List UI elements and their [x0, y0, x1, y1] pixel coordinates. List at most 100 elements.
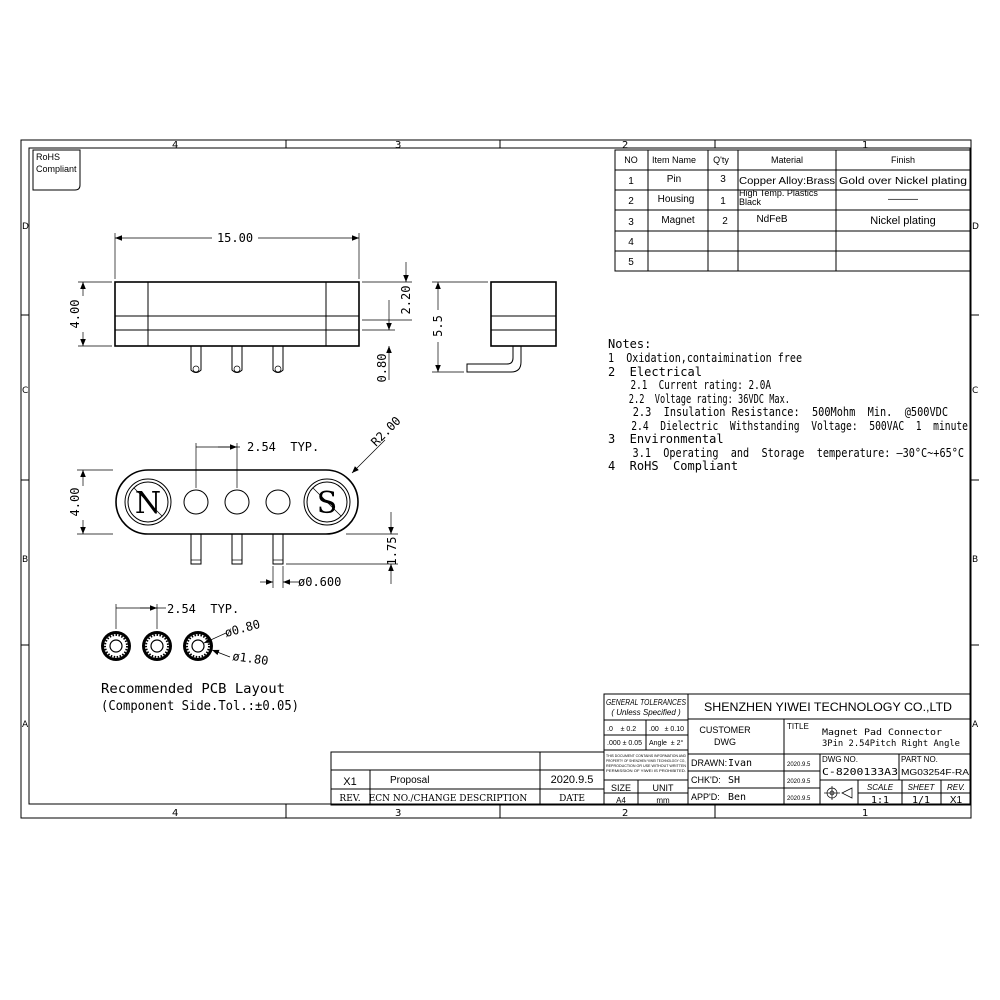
- column-label-4: 4: [172, 140, 178, 151]
- title-label: TITLE: [787, 722, 809, 731]
- column-label-4-bottom: 4: [172, 808, 178, 819]
- dim-pitch-top: 2.54 TYP.: [247, 440, 319, 454]
- sheet-value: 1/1: [912, 795, 930, 806]
- dim-radius: R2.00: [368, 414, 403, 449]
- dim-bottom-height: 4.00: [68, 488, 82, 517]
- rohs-compliant-label: Compliant: [36, 164, 77, 174]
- side-view-pin: [466, 346, 522, 373]
- bom-row-4-no: 4: [628, 237, 634, 248]
- dim-front-height: 4.00: [68, 300, 82, 329]
- note-2: 2 Electrical: [608, 365, 702, 379]
- approved-date: 2020.9.5: [787, 796, 811, 802]
- unit-label: UNIT: [653, 783, 674, 793]
- pin-hole-3: [265, 489, 291, 515]
- bom-row-1-finish: Gold over Nickel plating: [839, 176, 967, 187]
- magnet-south: S: [303, 478, 351, 526]
- tolerance-subtitle: ( Unless Specified ): [611, 708, 681, 717]
- revision-description: Proposal: [390, 775, 429, 786]
- checked-name: SH: [728, 775, 740, 786]
- customer-label: CUSTOMER: [699, 725, 751, 735]
- column-label-1: 1: [862, 140, 868, 151]
- bom-table: NO Item Name Q'ty Material Finish 1 Pin …: [614, 149, 972, 272]
- row-label-d-right: D: [972, 222, 979, 232]
- pcb-caption-line2: (Component Side.Tol.:±0.05): [101, 699, 299, 714]
- dim-hole-outer: ø1.80: [232, 649, 270, 668]
- magnet-north-label: N: [135, 486, 161, 521]
- legal-line-1: THIS DOCUMENT CONTAINS INFORMATION AND: [606, 754, 686, 758]
- magnet-north: N: [124, 478, 172, 526]
- drawn-label: DRAWN:: [691, 758, 727, 768]
- dim-front-width: 15.00: [217, 231, 253, 245]
- note-2-3: 2.3 Insulation Resistance: 500Mohm Min. …: [608, 405, 948, 419]
- tolerance-2dp: .00 ± 0.10: [649, 726, 684, 733]
- tolerance-title: GENERAL TOLERANCES: [606, 698, 687, 707]
- rev-label: REV.: [947, 783, 965, 792]
- rev-value: X1: [950, 795, 963, 806]
- drawn-name: Ivan: [728, 758, 752, 769]
- scale-label: SCALE: [867, 783, 894, 792]
- bom-row-3-material: NdFeB: [756, 214, 787, 225]
- tolerance-angle: Angle ± 2°: [649, 739, 683, 747]
- front-pins: [190, 346, 284, 373]
- checked-label: CHK'D:: [691, 775, 721, 785]
- rohs-label: RoHS: [36, 152, 60, 162]
- bom-row-2-no: 2: [628, 196, 634, 207]
- approved-label: APP'D:: [691, 792, 720, 802]
- notes-title: Notes:: [608, 337, 651, 351]
- row-label-a: A: [22, 720, 29, 730]
- note-3: 3 Environmental: [608, 432, 724, 446]
- note-2-2: 2.2 Voltage rating: 36VDC Max.: [608, 392, 790, 406]
- bom-row-1-material: Copper Alloy:Brass: [739, 176, 835, 187]
- part-no-label: PART NO.: [901, 755, 938, 764]
- notes-block: Notes: 1 Oxidation,contaimination free 2…: [608, 337, 968, 473]
- column-label-1-bottom: 1: [862, 808, 868, 819]
- customer-dwg-label: DWG: [714, 737, 736, 747]
- bom-row-1-name: Pin: [667, 174, 681, 185]
- revision-date: 2020.9.5: [551, 774, 594, 786]
- pin-hole-2: [224, 489, 250, 515]
- bom-header-material: Material: [771, 155, 803, 165]
- pin-hole-1: [183, 489, 209, 515]
- dwg-no: C-8200133A3: [822, 767, 898, 778]
- row-label-a-right: A: [972, 720, 979, 730]
- bom-row-1-no: 1: [628, 176, 634, 187]
- dim-pin-length: 0.80: [375, 354, 389, 383]
- dim-hole-inner: ø0.80: [223, 617, 262, 640]
- revision-table: X1 Proposal 2020.9.5 REV. ECN NO./CHANGE…: [330, 751, 605, 806]
- pcb-pad-3: [183, 631, 213, 661]
- revision-rev: X1: [343, 776, 356, 788]
- approved-name: Ben: [728, 792, 746, 803]
- column-label-3: 3: [395, 140, 401, 151]
- dim-upper-height: 2.20: [399, 286, 413, 315]
- legal-line-4: PERMISSION OF YIWEI IS PROHIBITED.: [606, 769, 686, 773]
- note-2-4: 2.4 Dielectric Withstanding Voltage: 500…: [608, 419, 968, 433]
- projection-symbol-icon: [824, 786, 853, 800]
- bom-row-2-finish: ———: [888, 194, 918, 205]
- column-label-3-bottom: 3: [395, 808, 401, 819]
- bom-row-2-name: Housing: [658, 194, 695, 205]
- bom-row-3-qty: 2: [722, 216, 728, 227]
- dim-side-height: 5.5: [431, 315, 445, 337]
- revision-header-desc: ECN NO./CHANGE DESCRIPTION: [369, 794, 528, 804]
- pcb-layout: 2.54 TYP. ø0.80 ø1.80 Recommended PCB La…: [101, 602, 299, 714]
- bom-header-finish: Finish: [891, 155, 915, 165]
- magnet-south-label: S: [317, 486, 338, 521]
- rohs-badge: RoHS Compliant: [32, 149, 81, 191]
- legal-line-3: REPRODUCTION OR USE WITHOUT WRITTEN: [606, 764, 686, 768]
- row-label-b-right: B: [972, 555, 978, 565]
- company-name: SHENZHEN YIWEI TECHNOLOGY CO.,LTD: [704, 700, 952, 714]
- pcb-pad-2: [142, 631, 172, 661]
- sheet-label: SHEET: [908, 783, 936, 792]
- tolerance-3dp: .000 ± 0.05: [607, 740, 642, 747]
- bom-row-2-qty: 1: [720, 196, 726, 207]
- bom-row-2-material: High Temp. Plastics Black: [739, 189, 818, 207]
- bom-row-5-no: 5: [628, 257, 634, 268]
- bom-row-3-finish: Nickel plating: [870, 215, 935, 227]
- tolerance-1dp: .0 ± 0.2: [607, 726, 636, 733]
- row-label-c: C: [22, 386, 28, 396]
- side-view: 5.5: [431, 281, 557, 373]
- row-label-d: D: [22, 222, 29, 232]
- note-2-1: 2.1 Current rating: 2.0A: [608, 378, 772, 392]
- revision-header-rev: REV.: [339, 794, 360, 804]
